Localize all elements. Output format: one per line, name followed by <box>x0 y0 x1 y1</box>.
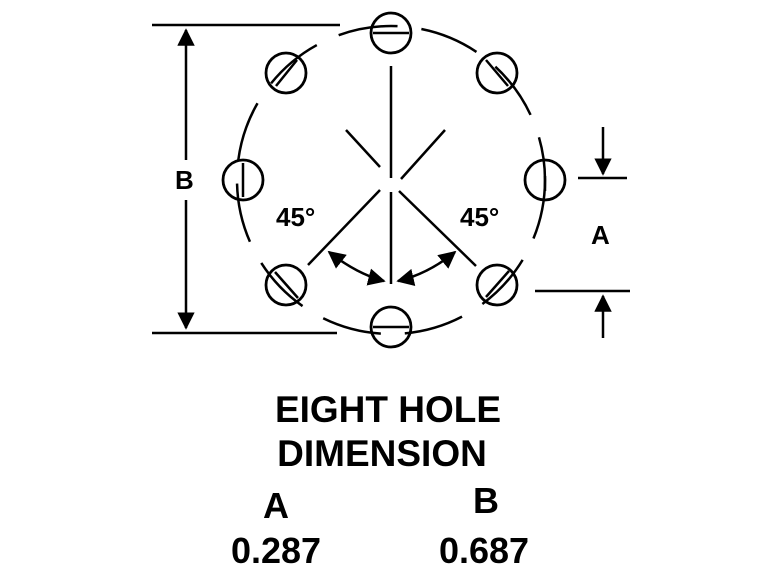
hole-upper-left <box>264 51 308 95</box>
hole-lower-left <box>264 263 308 307</box>
column-b-header: B <box>473 480 499 521</box>
hole-right <box>523 158 567 202</box>
angle-arrow-right <box>396 250 457 286</box>
dimension-a-label: A <box>591 220 610 250</box>
column-a-value: 0.287 <box>231 530 321 571</box>
angle-arrow-left <box>327 250 386 286</box>
column-b-value: 0.687 <box>439 530 529 571</box>
dimension-b-label: B <box>175 165 194 195</box>
caption-line-2: DIMENSION <box>277 433 487 474</box>
hole-top <box>369 11 413 55</box>
dimension-a <box>535 127 630 338</box>
hole-bottom <box>369 305 413 349</box>
hole-left <box>221 158 265 202</box>
hole-upper-right <box>475 51 519 95</box>
angle-label-left: 45° <box>276 202 315 232</box>
hole-lower-right <box>475 263 519 307</box>
caption-line-1: EIGHT HOLE <box>275 389 501 430</box>
column-a-header: A <box>263 485 289 526</box>
dimension-b <box>152 23 340 335</box>
angle-label-right: 45° <box>460 202 499 232</box>
center-lines <box>307 66 477 284</box>
